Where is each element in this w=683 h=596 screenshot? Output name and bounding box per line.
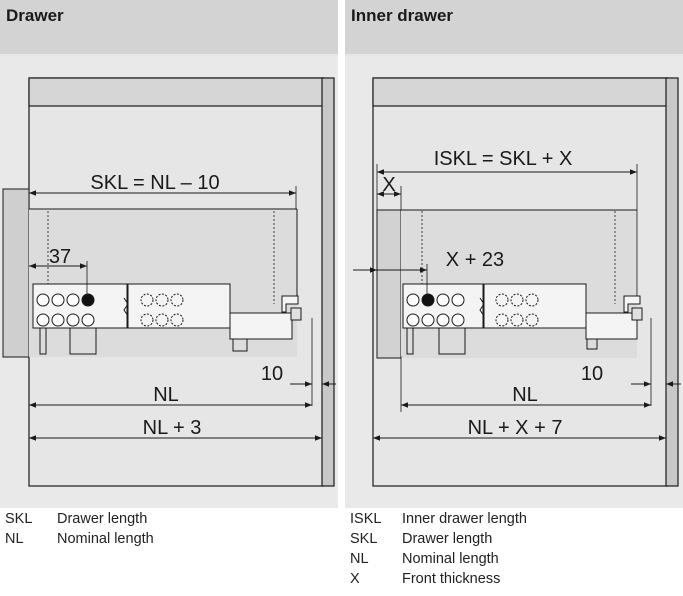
x-label: X [382,174,395,196]
drawer-panel: Drawer [0,0,338,596]
drawer-diagram: SKL = NL – 10 37 10 NL NL + 3 [0,56,338,508]
legend-abbr: ISKL [350,511,382,527]
legend-desc: Inner drawer length [402,511,527,527]
legend-abbr: SKL [350,531,378,547]
legend-desc: Nominal length [402,551,499,567]
gap-10-label: 10 [581,363,603,385]
inner-drawer-panel-header: Inner drawer [345,0,683,54]
drawer-legend: SKL Drawer length NL Nominal length [0,508,338,596]
mounting-hole-marked [81,293,95,307]
x-plus-23-label: X + 23 [446,249,504,271]
nl-plus-x-plus-7-label: NL + X + 7 [468,417,563,439]
iskl-label: ISKL = SKL + X [434,148,573,170]
legend-abbr: X [350,571,360,587]
gap-10-label: 10 [261,363,283,385]
nl-label: NL [512,384,538,406]
mounting-hole-marked [421,293,435,307]
drawer-panel-title: Drawer [6,6,64,25]
nl-label: NL [153,384,179,406]
legend-desc: Drawer length [402,531,493,547]
inner-drawer-front [376,209,402,359]
drawer-runner [32,283,302,355]
nl-plus-3-label: NL + 3 [143,417,202,439]
legend-desc: Front thickness [402,571,501,587]
skl-label: SKL = NL – 10 [90,172,219,194]
legend-desc: Drawer length [57,511,148,527]
legend-abbr: NL [5,531,24,547]
drawer-panel-header: Drawer [0,0,338,54]
inner-drawer-runner [402,283,643,355]
offset-37-label: 37 [49,246,71,268]
cabinet-back-wall [321,77,335,487]
cabinet-top-panel [372,77,669,107]
inner-drawer-panel: Inner drawer [345,0,683,596]
inner-drawer-diagram: ISKL = SKL + X X X + 23 10 NL NL + X + 7 [345,56,683,508]
drawer-diagram-svg: SKL = NL – 10 37 10 NL NL + 3 [2,77,336,487]
inner-drawer-legend: ISKL Inner drawer length SKL Drawer leng… [345,508,683,596]
drawer-front [2,188,30,358]
cabinet-top-panel [28,77,325,107]
cabinet-back-wall [665,77,679,487]
legend-desc: Nominal length [57,531,154,547]
legend-abbr: SKL [5,511,33,527]
legend-abbr: NL [350,551,369,567]
inner-drawer-panel-title: Inner drawer [351,6,454,25]
inner-drawer-diagram-svg: ISKL = SKL + X X X + 23 10 NL NL + X + 7 [353,77,681,487]
